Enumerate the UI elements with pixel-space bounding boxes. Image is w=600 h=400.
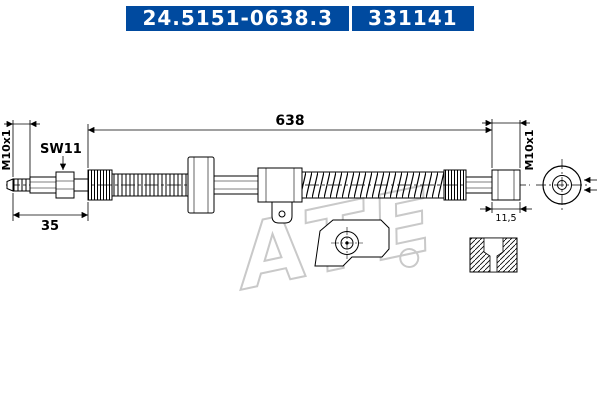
- end-view: [536, 159, 597, 211]
- nut-section-view: [469, 237, 518, 273]
- spring-guard-section: [301, 171, 445, 199]
- bracket-hole-crosshair: [331, 227, 363, 259]
- left-tip-cone: [6, 178, 14, 192]
- dimension-right-length: 11,5: [480, 202, 532, 224]
- brake-hose-assembly: [6, 156, 521, 224]
- left-fitting-body: [29, 176, 57, 194]
- dimension-right-thread: M10x1: [482, 119, 536, 171]
- dim-115-extension-lines: [491, 202, 521, 213]
- bracket-detail-view: [314, 219, 390, 267]
- part-number: 24.5151-0638.3: [126, 6, 350, 31]
- wrench-size-callout: SW11: [40, 142, 82, 170]
- left-fitting-lines: [30, 181, 56, 189]
- dim-115-label: 11,5: [495, 213, 516, 224]
- catalog-number: 331141: [352, 6, 474, 31]
- middle-fitting-block: [257, 167, 303, 203]
- tab-hole: [278, 210, 286, 218]
- end-view-mid-circle: [552, 175, 572, 195]
- dim-35-label: 35: [41, 219, 59, 234]
- header-bar: 24.5151-0638.3 331141: [0, 6, 600, 31]
- dim-35-extension-lines: [12, 193, 89, 221]
- dimension-overall-length: 638: [87, 113, 493, 168]
- left-neck: [73, 178, 89, 192]
- wrench-size-label: SW11: [40, 142, 82, 157]
- left-thread-stub: [12, 178, 31, 192]
- right-thread-label: M10x1: [523, 129, 536, 170]
- grommet-lines: [193, 157, 209, 213]
- end-view-crosshair: [536, 159, 590, 211]
- dim-638-label: 638: [275, 113, 304, 129]
- left-thread-label: M10x1: [0, 129, 13, 170]
- nut-section-bore: [483, 237, 504, 273]
- dimension-left-thread: M10x1: [0, 120, 40, 177]
- registered-mark-icon: [399, 247, 420, 268]
- left-thread-extension-lines: [12, 120, 31, 177]
- dimension-left-length: 35: [12, 193, 89, 234]
- middle-block-lines: [265, 168, 295, 202]
- right-end-piece: [491, 169, 521, 201]
- mounting-grommet: [187, 156, 215, 214]
- right-neck: [465, 176, 493, 194]
- hose-middle-lines: [214, 180, 258, 190]
- corrugated-hose-left: [111, 173, 189, 197]
- left-crimp-collar: [87, 169, 113, 201]
- hex-nut: [55, 171, 75, 199]
- end-piece-lines: [497, 170, 515, 200]
- middle-bracket-tab: [271, 201, 293, 224]
- right-crimp-collar: [443, 169, 467, 201]
- hose-middle: [213, 175, 259, 195]
- hex-nut-flats: [56, 180, 74, 190]
- right-neck-lines: [466, 181, 492, 189]
